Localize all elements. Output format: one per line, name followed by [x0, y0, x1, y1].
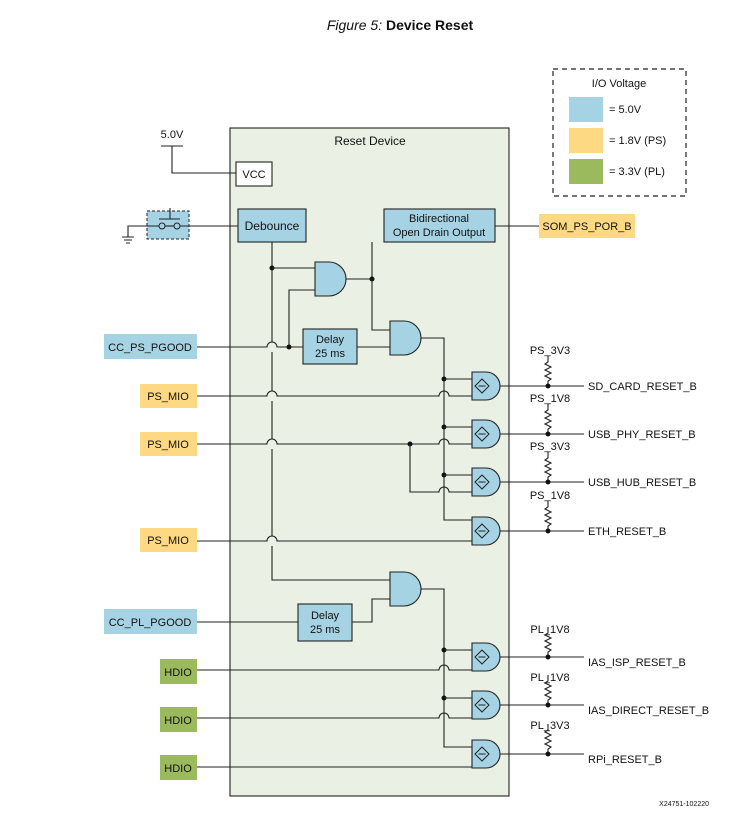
som-ps-por-b-signal [539, 214, 635, 238]
output-label-eth: ETH_RESET_B [588, 526, 666, 538]
legend-swatch-5v [569, 97, 603, 122]
output-label-ias-direct: IAS_DIRECT_RESET_B [588, 705, 709, 717]
pullup-resistor-1-icon [544, 355, 552, 387]
cc-pl-pgood-signal [104, 609, 197, 634]
legend-swatch-1v8 [569, 128, 603, 153]
hdio-label-1: HDIO [164, 667, 192, 679]
legend-label-3v3: = 3.3V (PL) [609, 166, 665, 178]
hdio-signal-1 [160, 659, 197, 684]
ground-icon [122, 236, 134, 244]
delay2-label-line2: 25 ms [310, 624, 340, 636]
supply-label: 5.0V [161, 129, 184, 141]
ps-mio-signal-1 [140, 384, 197, 408]
vcc-block [235, 161, 273, 187]
bidirectional-label-line2: Open Drain Output [393, 227, 485, 239]
ps-mio-signal-3 [140, 528, 197, 552]
ps-mio-label-2: PS_MIO [147, 439, 189, 451]
open-drain-gate-usb-hub [471, 467, 501, 497]
pullup-resistor-2-icon [544, 403, 552, 435]
delay1-label-line1: Delay [316, 334, 345, 346]
open-drain-gate-ias-direct [471, 690, 501, 720]
bidirectional-label-line1: Bidirectional [409, 213, 469, 225]
pullup-label-7: PL_3V3 [530, 720, 569, 732]
cc-pl-pgood-label: CC_PL_PGOOD [109, 617, 192, 629]
figure-title: Figure 5: Device Reset [327, 17, 474, 33]
legend-label-1v8: = 1.8V (PS) [609, 135, 666, 147]
som-ps-por-b-label: SOM_PS_POR_B [542, 221, 631, 233]
pullup-label-1: PS_3V3 [530, 345, 570, 357]
pullup-label-2: PS_1V8 [530, 393, 570, 405]
output-label-usb-phy: USB_PHY_RESET_B [588, 429, 696, 441]
ps-mio-label-3: PS_MIO [147, 535, 189, 547]
legend-swatch-3v3 [569, 159, 603, 184]
ps-mio-signal-2 [140, 432, 197, 456]
legend-label-5v: = 5.0V [609, 104, 642, 116]
bidirectional-output-block [383, 208, 496, 243]
pullup-label-3: PS_3V3 [530, 441, 570, 453]
open-drain-gate-usb-phy [471, 419, 501, 449]
pullup-label-5: PL_1V8 [530, 624, 569, 636]
figure-id: X24751-102220 [659, 801, 709, 808]
hdio-label-2: HDIO [164, 715, 192, 727]
vcc-label: VCC [242, 169, 265, 181]
pullup-label-6: PL_1V8 [530, 672, 569, 684]
output-label-usb-hub: USB_HUB_RESET_B [588, 477, 696, 489]
legend: I/O Voltage = 5.0V = 1.8V (PS) = 3.3V (P… [552, 68, 687, 197]
open-drain-gate-eth [471, 516, 501, 546]
reset-device-title: Reset Device [334, 134, 406, 148]
output-label-rpi: RPi_RESET_B [588, 754, 662, 766]
and-gate-3 [389, 571, 422, 607]
hdio-signal-2 [160, 707, 197, 732]
open-drain-gate-sd-card [471, 371, 501, 401]
delay-block-2 [297, 603, 353, 642]
and-gate-2 [389, 320, 422, 356]
pullup-resistor-3-icon [544, 451, 552, 483]
pullup-label-4: PS_1V8 [530, 490, 570, 502]
cc-ps-pgood-signal [104, 334, 197, 359]
and-gate-1 [314, 261, 347, 297]
debounce-block [237, 208, 307, 243]
output-label-sd-card: SD_CARD_RESET_B [588, 381, 697, 393]
open-drain-gate-rpi [471, 739, 501, 769]
open-drain-gate-ias-isp [471, 642, 501, 672]
cc-ps-pgood-label: CC_PS_PGOOD [108, 342, 192, 354]
hdio-signal-3 [160, 755, 197, 780]
reset-pushbutton-icon [146, 208, 190, 240]
pullup-resistor-4-icon [544, 500, 552, 532]
legend-title: I/O Voltage [592, 78, 646, 90]
ps-mio-label-1: PS_MIO [147, 391, 189, 403]
delay2-label-line1: Delay [311, 610, 340, 622]
debounce-label: Debounce [245, 219, 300, 233]
delay1-label-line2: 25 ms [315, 348, 345, 360]
hdio-label-3: HDIO [164, 763, 192, 775]
output-label-ias-isp: IAS_ISP_RESET_B [588, 657, 686, 669]
